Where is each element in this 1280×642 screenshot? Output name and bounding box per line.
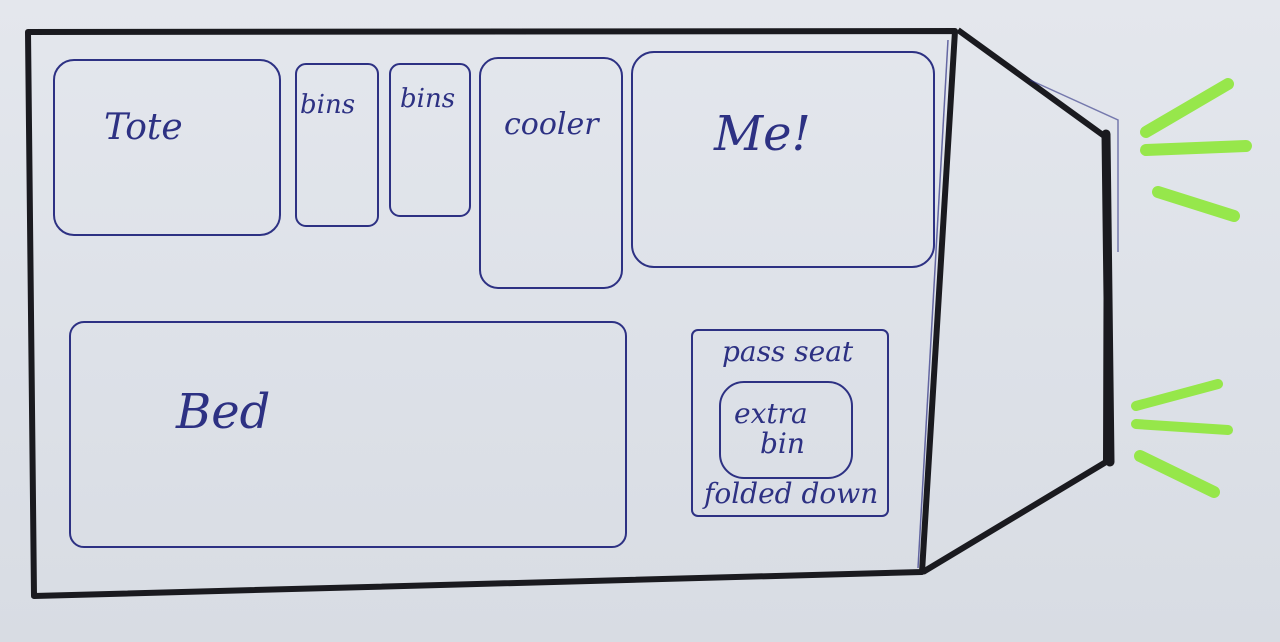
van-body-inner-line xyxy=(917,39,949,569)
bins-box-1 xyxy=(295,63,379,227)
bins-label-2: bins xyxy=(400,84,456,114)
folded-down-label: folded down xyxy=(704,477,879,510)
headlight-ray xyxy=(1140,140,1252,156)
pass-seat-box xyxy=(691,329,889,517)
me-box xyxy=(631,51,935,268)
headlight-ray xyxy=(1152,186,1240,222)
extra-bin-label-line2: bin xyxy=(760,427,805,460)
van-cab-windshield xyxy=(1101,129,1115,467)
headlight-ray xyxy=(1140,78,1234,138)
bins-box-2 xyxy=(389,63,471,217)
pass-seat-label: pass seat xyxy=(722,335,854,368)
extra-bin-box xyxy=(719,381,853,479)
bins-label-1: bins xyxy=(300,90,356,120)
headlight-ray xyxy=(1131,419,1233,435)
bed-label: Bed xyxy=(176,384,271,440)
extra-bin-label-line1: extra xyxy=(734,397,808,430)
headlight-ray xyxy=(1134,450,1220,498)
tote-label: Tote xyxy=(104,107,183,148)
van-cab-faint-line xyxy=(1029,79,1119,252)
van-body-outline xyxy=(25,28,958,599)
cooler-box xyxy=(479,57,623,289)
bed-box xyxy=(69,321,627,548)
cooler-label: cooler xyxy=(504,107,599,142)
headlight-ray xyxy=(1131,379,1223,411)
me-label: Me! xyxy=(714,106,811,162)
tote-box xyxy=(53,59,281,236)
